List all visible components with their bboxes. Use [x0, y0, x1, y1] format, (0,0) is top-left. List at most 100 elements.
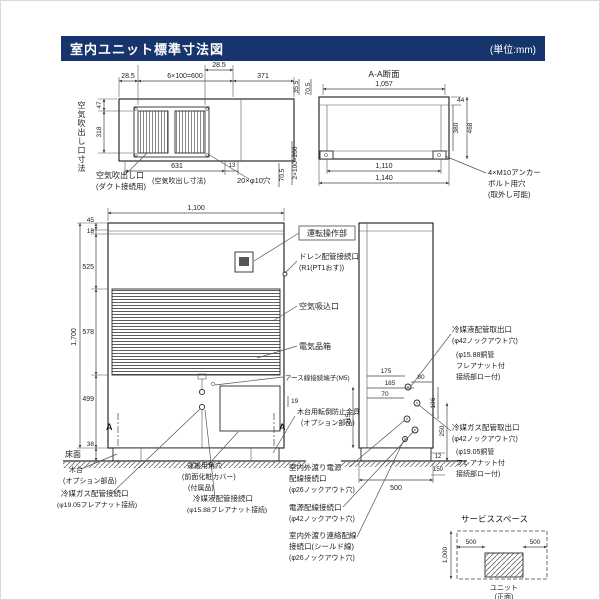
side-gas-note-1: (φ19.05銅管 [456, 447, 494, 456]
title-bar: 室内ユニット標準寸法図 (単位:mm) [61, 36, 545, 61]
plan-dim-edge-gap: 13 [229, 163, 236, 169]
side-knockout-holes [402, 383, 421, 442]
side-dim-175: 175 [381, 368, 392, 375]
plan-view: 28.5 6×100=600 371 28.5 35.5 70.5 47 318… [96, 62, 312, 191]
front-control-label: 運転操作部 [307, 228, 347, 238]
front-intake-label: 空気吸込口 [299, 301, 339, 311]
plan-dim-right-span: 371 [257, 73, 269, 80]
front-gas-pipe-label-1: 冷媒ガス配管接続口 [61, 488, 129, 498]
front-dim-18: 18 [87, 228, 95, 235]
plan-dim-outlet-offset: 47 [96, 101, 103, 109]
side-leader-lines [342, 333, 452, 538]
front-carry-hole-label-2: (前面化粧カバー) [182, 472, 236, 481]
front-dim-38: 38 [87, 441, 95, 448]
side-power-label-2: (φ42ノックアウト穴) [289, 514, 355, 523]
section-anchor-label-2: ボルト用穴 [488, 178, 526, 188]
front-tip-over-label-1: 木台用転倒防止金具 [297, 407, 360, 416]
section-dim-bolt-pitch: 1,110 [376, 163, 393, 170]
front-liquid-pipe-label-2: (φ15.88フレアナット接続) [187, 505, 267, 514]
front-wood-base-label-1: 木台 [69, 465, 83, 474]
plan-dim-outlet-width: 318 [96, 126, 103, 137]
plan-holes-label: 20×φ10穴 [237, 175, 271, 185]
plan-dim-depth-a: 35.5 [293, 80, 300, 93]
side-crossover-power-label-2: 配線接続口 [289, 473, 327, 483]
service-space-boundary [456, 530, 548, 580]
section-anchor-label-1: 4×M10アンカー [488, 168, 541, 177]
front-liquid-pipe-label-1: 冷媒液配管接続口 [193, 493, 253, 503]
service-dim-left: 500 [466, 539, 477, 546]
section-dim-overall-width: 1,140 [375, 175, 393, 182]
side-dim-106: 106 [430, 397, 437, 408]
plan-outlet-grille-2 [174, 110, 206, 154]
service-dim-right: 500 [530, 539, 541, 546]
front-leader-lines [80, 225, 356, 499]
side-dim-80: 80 [417, 374, 425, 381]
front-dim-lines [77, 208, 289, 462]
front-dim-578: 578 [82, 329, 94, 336]
front-dim-height: 1,700 [71, 328, 78, 346]
side-gas-note-3: 接続部ロー付) [456, 469, 500, 478]
plan-bolt-holes [134, 107, 209, 157]
front-view: 1,100 45 18 525 1,700 578 499 38 19 運転操作… [57, 205, 360, 514]
side-unit-outline [358, 222, 434, 449]
section-dim-lines [318, 84, 487, 186]
side-liquid-note-1: (φ15.88銅管 [456, 350, 494, 359]
section-dim-flange: 44 [457, 97, 465, 104]
side-dim-150: 150 [433, 467, 444, 473]
front-control-display [239, 257, 249, 266]
service-unit-label-1: ユニット [490, 585, 518, 592]
side-crossover-signal-label-2: 接続口(シールド線) [289, 541, 354, 551]
section-view: A-A断面 1,057 44 380 468 [318, 69, 541, 199]
front-intake-grille [111, 288, 281, 376]
front-elec-box-label: 電気品箱 [299, 341, 331, 351]
plan-dim-hole-pitch: 6×100=600 [167, 73, 203, 80]
section-dim-overall-height: 468 [467, 122, 474, 133]
plan-outlet-grille-1 [137, 110, 169, 154]
front-earth-label: アース線接続端子(M5) [285, 373, 350, 382]
section-title: A-A断面 [368, 69, 400, 79]
service-dim-lines [449, 530, 548, 580]
side-dim-250: 250 [439, 425, 446, 436]
plan-outlet-port-label-2: (ダクト接続用) [96, 181, 146, 191]
front-dim-width: 1,100 [187, 205, 205, 212]
plan-dim-rear-pitch: 2×100=200 [292, 146, 299, 179]
front-gas-pipe-label-2: (φ19.05フレアナット接続) [57, 500, 137, 509]
front-lower-panel [219, 385, 281, 432]
side-crossover-power-label-3: (φ26ノックアウト穴) [289, 485, 355, 494]
page-title: 室内ユニット標準寸法図 [70, 42, 225, 57]
plan-outlet-dim-vertical-label: 空気吹出し口寸法 [77, 101, 86, 173]
front-floor-hatch [63, 462, 306, 468]
plan-dim-lines [98, 65, 312, 187]
side-dim-lines [351, 375, 449, 483]
plan-dim-left-margin: 28.5 [121, 73, 135, 80]
service-unit-label-2: (正面) [495, 593, 514, 600]
side-dim-12: 12 [435, 454, 442, 460]
service-space: サービススペース 500 500 1,000 ユニット (正面) [442, 514, 548, 600]
side-gas-out-label-1: 冷媒ガス配管取出口 [452, 422, 520, 432]
front-pipe-fittings [197, 271, 288, 448]
side-crossover-signal-label-3: (φ26ノックアウト穴) [289, 553, 355, 562]
plan-outlet-caption: (空気吹出し寸法) [152, 176, 206, 185]
plan-dim-depth-b: 70.5 [305, 82, 312, 95]
front-dim-19: 19 [291, 398, 299, 405]
side-dim-185: 185 [385, 380, 396, 387]
front-carry-hole-label-1: 運搬用角穴 [187, 461, 222, 470]
side-liquid-out-label-2: (φ42ノックアウト穴) [452, 336, 518, 345]
side-base-and-floor [341, 447, 467, 467]
front-floor-label: 床面 [65, 449, 81, 459]
side-floor-hatch [341, 462, 467, 467]
side-liquid-note-3: 接続部ロー付) [456, 372, 500, 381]
service-space-title: サービススペース [461, 514, 528, 524]
plan-dim-rear-margin: 70.5 [279, 168, 286, 181]
front-dim-525: 525 [82, 264, 94, 271]
front-drain-label-2: (R1(PT1おす)) [299, 264, 344, 272]
side-view: 175 185 70 80 215 106 250 12 150 500 冷媒液… [289, 222, 520, 562]
side-power-label-1: 電源配線接続口 [289, 502, 342, 512]
unit-note: (単位:mm) [489, 45, 536, 56]
front-dim-45: 45 [87, 217, 95, 224]
side-crossover-signal-label-1: 室内外渡り連絡配線 [289, 530, 357, 540]
side-dim-70: 70 [381, 391, 389, 398]
side-liquid-out-label-1: 冷媒液配管取出口 [452, 324, 512, 334]
